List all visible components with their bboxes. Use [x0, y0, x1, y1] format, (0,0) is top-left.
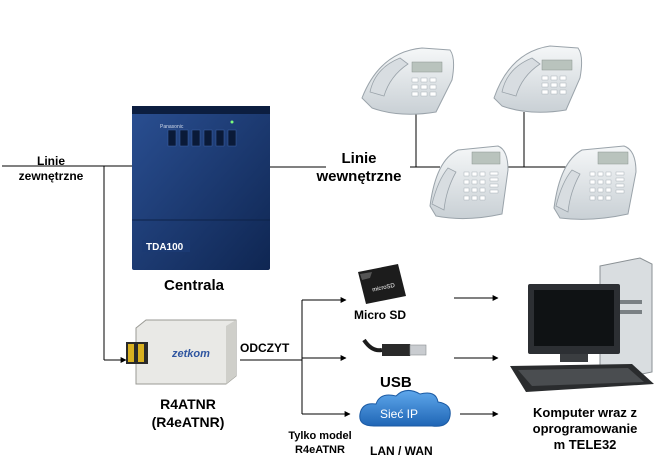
- recorder-label-1: R4ATNR: [160, 396, 216, 412]
- only-model-label-2: R4eATNR: [295, 444, 345, 456]
- usb-label: USB: [380, 374, 412, 391]
- pbx-brand: Panasonic: [160, 124, 184, 130]
- phone-bottom-right: [553, 145, 637, 220]
- usb-plug-icon: [362, 338, 427, 356]
- pbx-unit: Panasonic TDA100: [132, 106, 270, 270]
- microsd-card: microSD: [358, 264, 406, 304]
- internal-lines: [270, 112, 570, 168]
- phone-top-right: [493, 45, 583, 113]
- phone-top-left: [361, 47, 455, 115]
- microsd-label: Micro SD: [354, 308, 407, 322]
- microsd-card-text: microSD: [372, 283, 396, 294]
- computer-label-1: Komputer wraz z: [532, 405, 637, 420]
- computer-icon: [510, 257, 654, 392]
- pbx-model-badge: TDA100: [146, 242, 184, 253]
- cloud-text: Sieć IP: [380, 407, 418, 421]
- internal-lines-label: Linie wewnętrzne: [316, 150, 402, 185]
- pbx-label: Centrala: [164, 277, 225, 294]
- read-label: ODCZYT: [240, 341, 290, 355]
- computer-label-2: oprogramowanie: [532, 421, 638, 436]
- recorder-brand: zetkom: [171, 348, 210, 360]
- only-model-label-1: Tylko model: [288, 430, 352, 442]
- recorder-label-2: (R4eATNR): [151, 414, 225, 430]
- external-lines-label: Linie zewnętrzne: [18, 154, 84, 183]
- computer-arrows: [454, 295, 499, 417]
- phone-bottom-left: [429, 145, 509, 220]
- external-lines: [2, 165, 132, 363]
- computer-label-3: m TELE32: [553, 437, 617, 452]
- cloud-network-icon: Sieć IP: [359, 390, 451, 427]
- recorder-device: zetkom: [126, 319, 237, 385]
- read-branches: [240, 297, 351, 417]
- lan-wan-label: LAN / WAN: [370, 444, 433, 458]
